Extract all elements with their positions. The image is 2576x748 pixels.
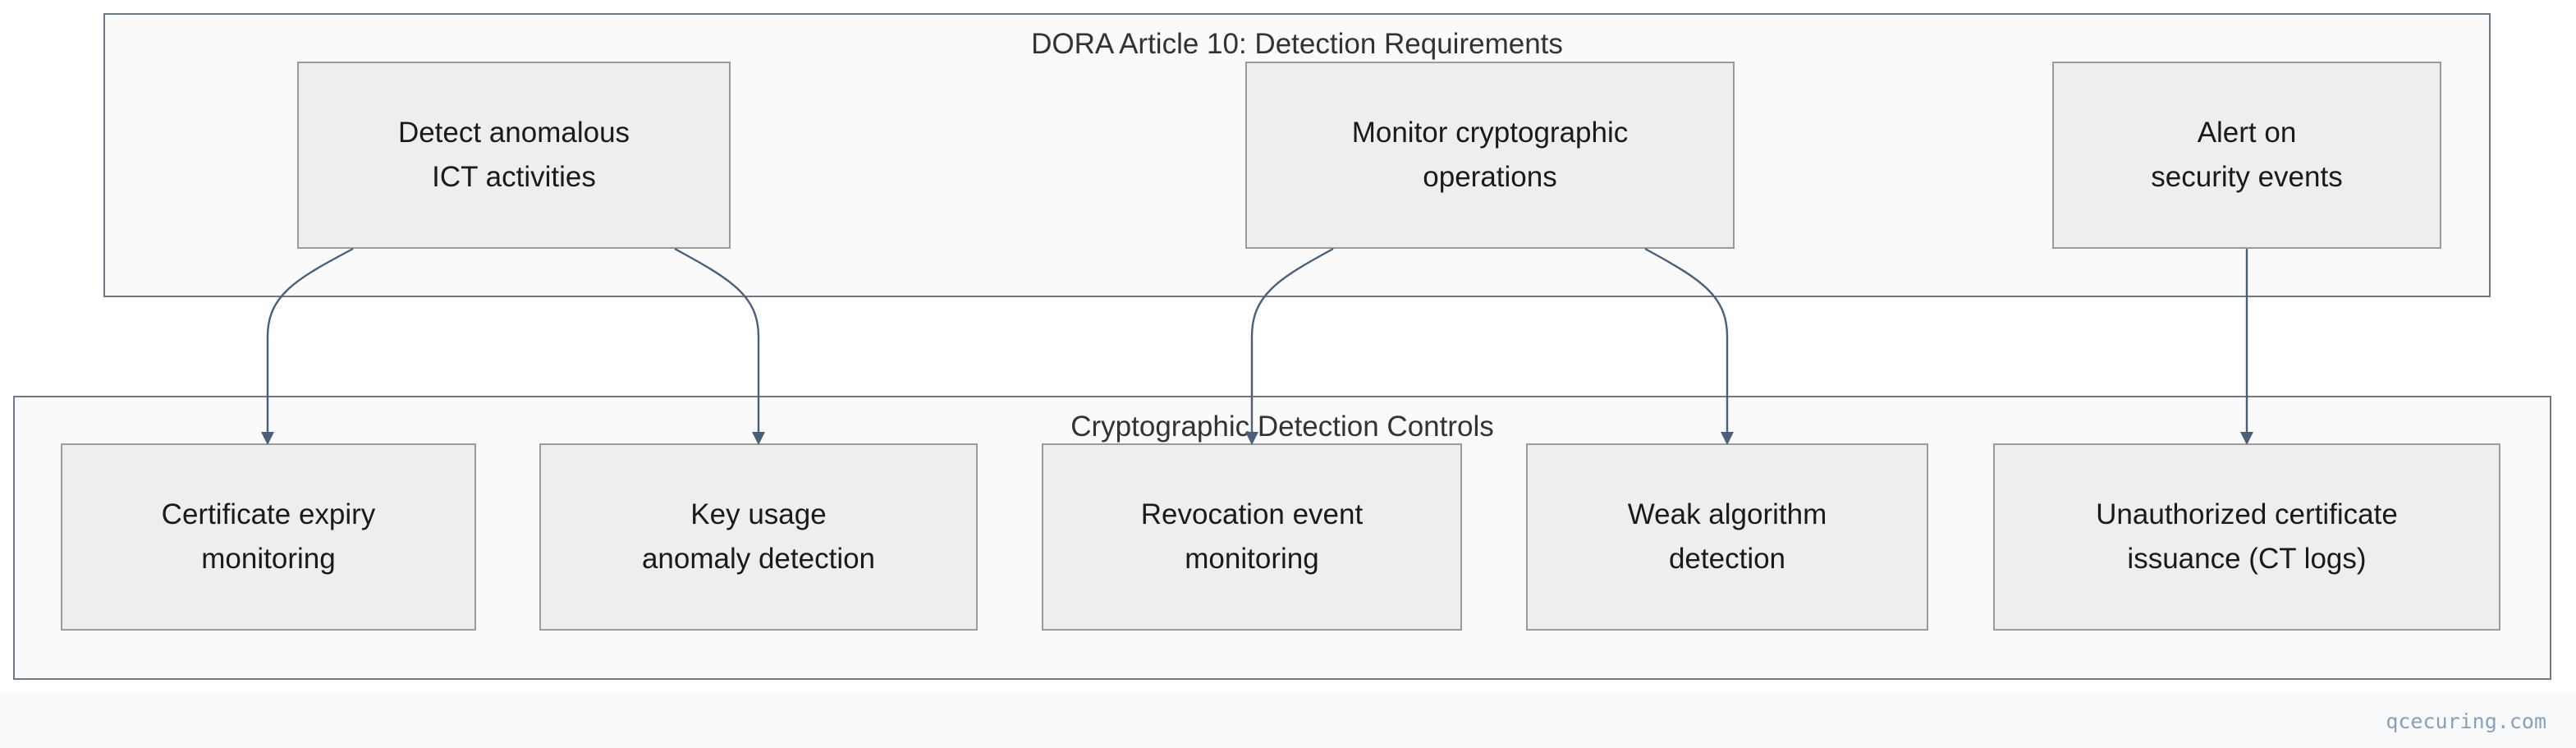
node-line: ICT activities <box>432 161 596 193</box>
node-monitor-cryptographic-operations: Monitor cryptographic operations <box>1245 62 1735 249</box>
node-line: detection <box>1668 543 1786 575</box>
node-line: monitoring <box>1185 543 1319 575</box>
node-line: anomaly detection <box>641 543 876 575</box>
node-line: Revocation event <box>1140 498 1364 530</box>
diagram-canvas: DORA Article 10: Detection Requirements … <box>13 13 2551 680</box>
node-weak-algorithm-detection: Weak algorithm detection <box>1526 443 1928 631</box>
node-line: Monitor cryptographic <box>1351 117 1629 149</box>
node-line: monitoring <box>201 543 336 575</box>
node-revocation-event-monitoring: Revocation event monitoring <box>1042 443 1462 631</box>
node-line: security events <box>2151 161 2343 193</box>
node-line: Detect anomalous <box>397 117 630 149</box>
node-line: Key usage <box>690 498 827 530</box>
node-alert-security-events: Alert on security events <box>2052 62 2441 249</box>
cluster-title-controls: Cryptographic Detection Controls <box>1070 411 1494 443</box>
node-detect-anomalous-ict: Detect anomalous ICT activities <box>297 62 731 249</box>
node-line: Alert on <box>2197 117 2297 149</box>
node-line: Unauthorized certificate <box>2096 498 2398 530</box>
watermark-text: qcecuring.com <box>2386 709 2546 733</box>
node-line: operations <box>1423 161 1557 193</box>
cluster-title-requirements: DORA Article 10: Detection Requirements <box>1031 28 1563 60</box>
node-line: Weak algorithm <box>1627 498 1827 530</box>
node-key-usage-anomaly-detection: Key usage anomaly detection <box>539 443 978 631</box>
node-line: Certificate expiry <box>161 498 376 530</box>
node-line: issuance (CT logs) <box>2127 543 2367 575</box>
node-certificate-expiry-monitoring: Certificate expiry monitoring <box>61 443 476 631</box>
node-unauthorized-certificate-issuance: Unauthorized certificate issuance (CT lo… <box>1993 443 2500 631</box>
